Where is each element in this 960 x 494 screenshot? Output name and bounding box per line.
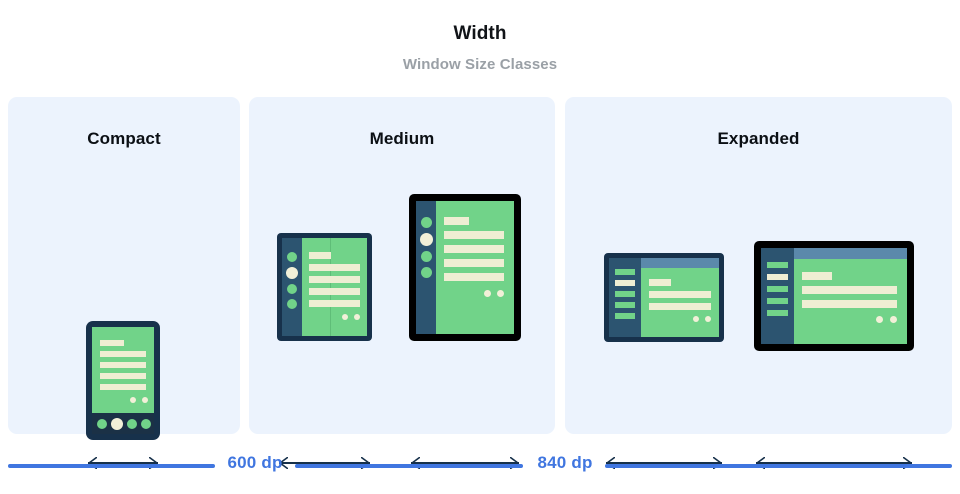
drawer-item [767, 298, 788, 304]
content-dot [142, 397, 148, 403]
rail-dot [421, 267, 432, 278]
breakpoint-label-840dp: 840 dp [537, 453, 593, 472]
device-phone [86, 321, 160, 440]
rail-dot [421, 217, 432, 228]
drawer-item [615, 313, 635, 319]
navigation-drawer [609, 258, 641, 337]
navigation-drawer [761, 248, 794, 344]
content-bar [309, 276, 360, 283]
arrow-head-left-icon [279, 457, 288, 469]
breakpoint-line-segment-1 [8, 464, 215, 468]
nav-dot [97, 419, 107, 429]
drawer-item [615, 269, 635, 275]
device-landscape-tablet [754, 241, 914, 351]
top-app-bar [641, 258, 719, 268]
content-bar [100, 373, 146, 379]
panel-expanded: Expanded [565, 97, 952, 469]
navigation-rail [282, 238, 302, 336]
device-portrait-tablet [409, 194, 521, 341]
drawer-item-active [767, 274, 788, 280]
device-folded-foldable [277, 233, 372, 341]
content-dot [497, 290, 504, 297]
content-dot [876, 316, 883, 323]
content-dot [342, 314, 348, 320]
arrow-shaft [756, 462, 912, 464]
content-bar [100, 351, 146, 357]
arrow-shaft [88, 462, 158, 464]
content-bar [444, 217, 469, 225]
drawer-item-active [615, 280, 635, 286]
drawer-item [615, 291, 635, 297]
drawer-item [767, 286, 788, 292]
panel-heading-compact: Compact [87, 129, 161, 148]
drawer-item [615, 302, 635, 308]
content-bar [309, 264, 360, 271]
content-bar [444, 273, 504, 281]
content-bar [309, 300, 360, 307]
breakpoint-line-segment-2 [295, 464, 523, 468]
tablet-screen [761, 248, 907, 344]
content-bar [100, 340, 124, 346]
phone-bottom-nav [92, 413, 154, 434]
foldable-screen [609, 258, 719, 337]
rail-dot [287, 284, 297, 294]
content-dot [130, 397, 136, 403]
content-dot [354, 314, 360, 320]
rail-dot [421, 251, 432, 262]
device-unfolded-foldable [604, 253, 724, 342]
arrow-shaft [279, 462, 370, 464]
nav-dot [141, 419, 151, 429]
fold-line [330, 238, 331, 336]
content-bar [802, 286, 897, 294]
foldable-screen [282, 238, 367, 336]
content-dot [890, 316, 897, 323]
content-bar [649, 291, 711, 298]
drawer-item [767, 262, 788, 268]
content-dot [484, 290, 491, 297]
rail-dot-active [286, 267, 298, 279]
top-app-bar [794, 248, 907, 259]
breakpoint-line-segment-3 [605, 464, 952, 468]
page-title: Width [453, 23, 507, 44]
navigation-rail [416, 201, 436, 334]
content-bar [802, 300, 897, 308]
rail-dot-active [420, 233, 433, 246]
content-bar [100, 362, 146, 368]
panel-compact: Compact [8, 97, 240, 469]
arrow-shaft [411, 462, 519, 464]
content-bar [444, 245, 504, 253]
content-bar [649, 303, 711, 310]
content-bar [100, 384, 146, 390]
tablet-screen [416, 201, 514, 334]
panel-medium: Medium [249, 97, 555, 469]
phone-screen [92, 327, 154, 434]
rail-dot [287, 252, 297, 262]
content-bar [309, 288, 360, 295]
panel-heading-medium: Medium [369, 129, 435, 148]
nav-dot [127, 419, 137, 429]
drawer-item [767, 310, 788, 316]
arrow-shaft [606, 462, 722, 464]
breakpoint-label-600dp: 600 dp [227, 453, 283, 472]
content-bar [649, 279, 671, 286]
page-subtitle: Window Size Classes [402, 56, 558, 73]
content-bar [444, 231, 504, 239]
content-dot [693, 316, 699, 322]
panel-heading-expanded: Expanded [717, 129, 800, 148]
content-bar [444, 259, 504, 267]
rail-dot [287, 299, 297, 309]
content-bar [802, 272, 832, 280]
content-dot [705, 316, 711, 322]
nav-dot-active [111, 418, 123, 430]
content-bar [309, 252, 331, 259]
